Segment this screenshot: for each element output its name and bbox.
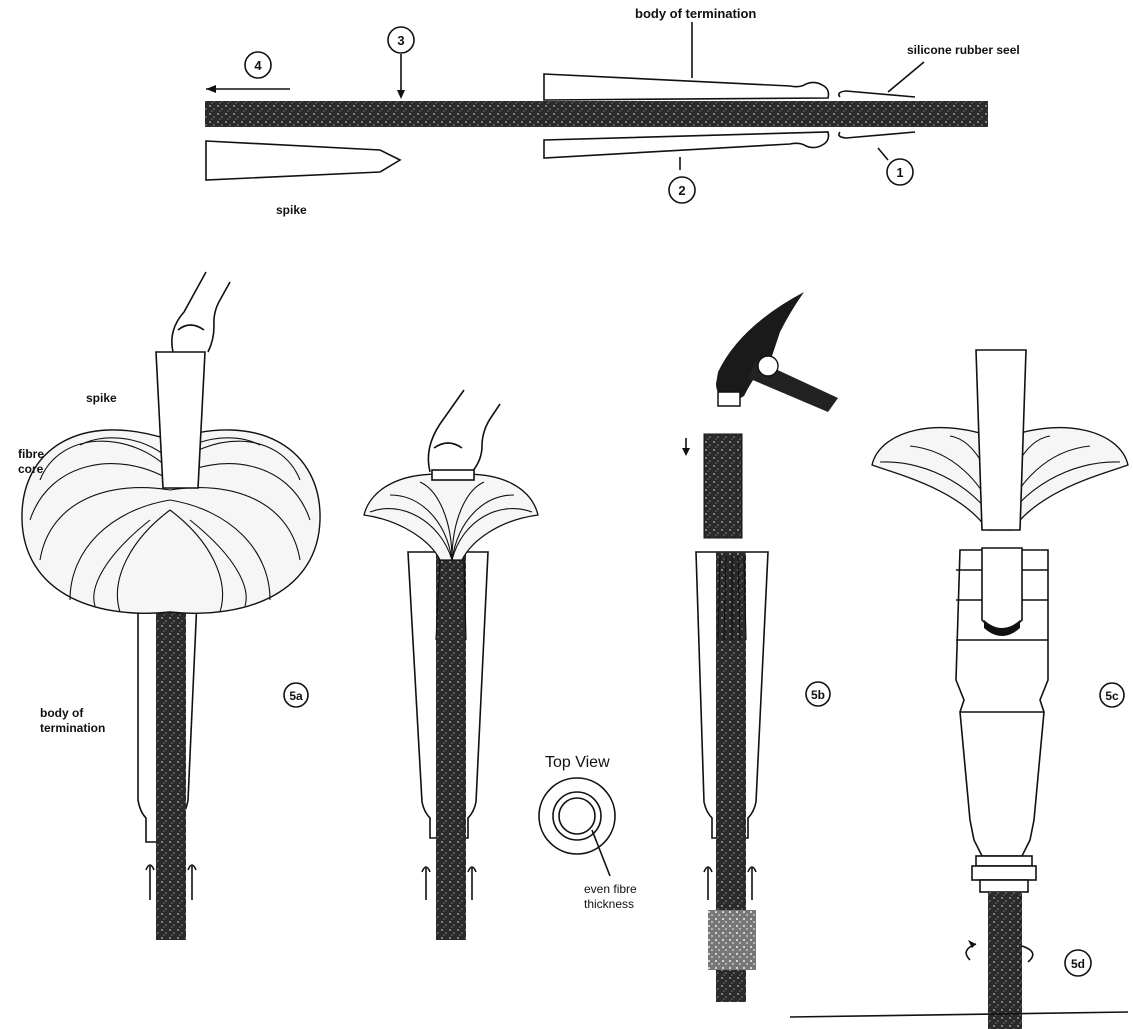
stage-5c: 5c bbox=[872, 350, 1128, 1029]
plug-5b bbox=[704, 434, 742, 538]
cable-5b-press bbox=[436, 520, 466, 940]
termination-body-lower bbox=[544, 132, 829, 158]
seal-5a-left bbox=[146, 865, 154, 900]
spike-top bbox=[206, 141, 400, 180]
spike-top-5b bbox=[432, 470, 474, 480]
top-view-core bbox=[559, 798, 595, 834]
fingernail-5b bbox=[434, 443, 462, 448]
stage-label-5a: 5a bbox=[289, 689, 303, 703]
stage-5b-press bbox=[364, 390, 538, 940]
step-4: 4 bbox=[254, 58, 262, 73]
seal-upper bbox=[839, 91, 915, 97]
seal-5b-press-left bbox=[422, 867, 430, 900]
cable-tail-5b bbox=[708, 910, 756, 970]
cable-5c bbox=[988, 892, 1022, 1029]
label-silicone-rubber-seal: silicone rubber seel bbox=[907, 43, 1020, 57]
hammer-eye bbox=[758, 356, 778, 376]
top-view-caption-2: thickness bbox=[584, 897, 634, 911]
fingernail-5a bbox=[178, 325, 204, 330]
label-core: core bbox=[18, 462, 44, 476]
seal-5b-hammer-right bbox=[748, 867, 756, 900]
leader-1 bbox=[878, 148, 888, 160]
top-view-caption-1: even fibre bbox=[584, 882, 637, 896]
finger-5b bbox=[428, 390, 500, 472]
ferrule-ring-1 bbox=[976, 856, 1032, 866]
baseline-rule bbox=[790, 1012, 1128, 1017]
spike-5a bbox=[156, 352, 205, 488]
top-view: Top View even fibre thickness bbox=[539, 754, 637, 911]
step-1: 1 bbox=[896, 165, 903, 180]
termination-body-upper bbox=[544, 74, 829, 100]
stage-label-5c: 5c bbox=[1105, 689, 1119, 703]
label-spike-top: spike bbox=[276, 203, 307, 217]
spike-5c bbox=[976, 350, 1026, 530]
stage-label-5b: 5b bbox=[811, 688, 825, 702]
seal-5b-press-right bbox=[468, 867, 476, 900]
exploded-assembly: 4 3 2 1 body of termination silicone rub… bbox=[205, 6, 1020, 217]
leader-seal bbox=[888, 62, 924, 92]
seal-5a-right bbox=[188, 865, 196, 900]
ferrule-ring-2 bbox=[972, 866, 1036, 880]
step-3: 3 bbox=[397, 33, 404, 48]
cavity-5c bbox=[982, 548, 1022, 630]
stage-5b-hammer: 5b bbox=[682, 292, 838, 1002]
label-body-of: body of bbox=[40, 706, 84, 720]
drop-arrow-head bbox=[682, 448, 690, 456]
ferrule-ring-3 bbox=[980, 880, 1028, 892]
label-body-of-termination: body of termination bbox=[635, 6, 756, 21]
seal-lower bbox=[839, 132, 915, 138]
top-view-title: Top View bbox=[545, 754, 610, 771]
arrow-3-head bbox=[397, 90, 405, 99]
label-spike-5a: spike bbox=[86, 391, 117, 405]
stage-5a: spike fibre core body of termination 5a bbox=[18, 272, 320, 940]
label-termination: termination bbox=[40, 721, 105, 735]
finger-5a bbox=[172, 272, 230, 352]
arrow-4-head bbox=[206, 85, 216, 93]
cable-top bbox=[205, 101, 988, 127]
stage-5d: 5d bbox=[790, 940, 1128, 1017]
step-2: 2 bbox=[678, 183, 685, 198]
hammer-face bbox=[718, 392, 740, 406]
stage-label-5d: 5d bbox=[1071, 957, 1085, 971]
seal-5b-hammer-left bbox=[704, 867, 712, 900]
label-fibre: fibre bbox=[18, 447, 44, 461]
